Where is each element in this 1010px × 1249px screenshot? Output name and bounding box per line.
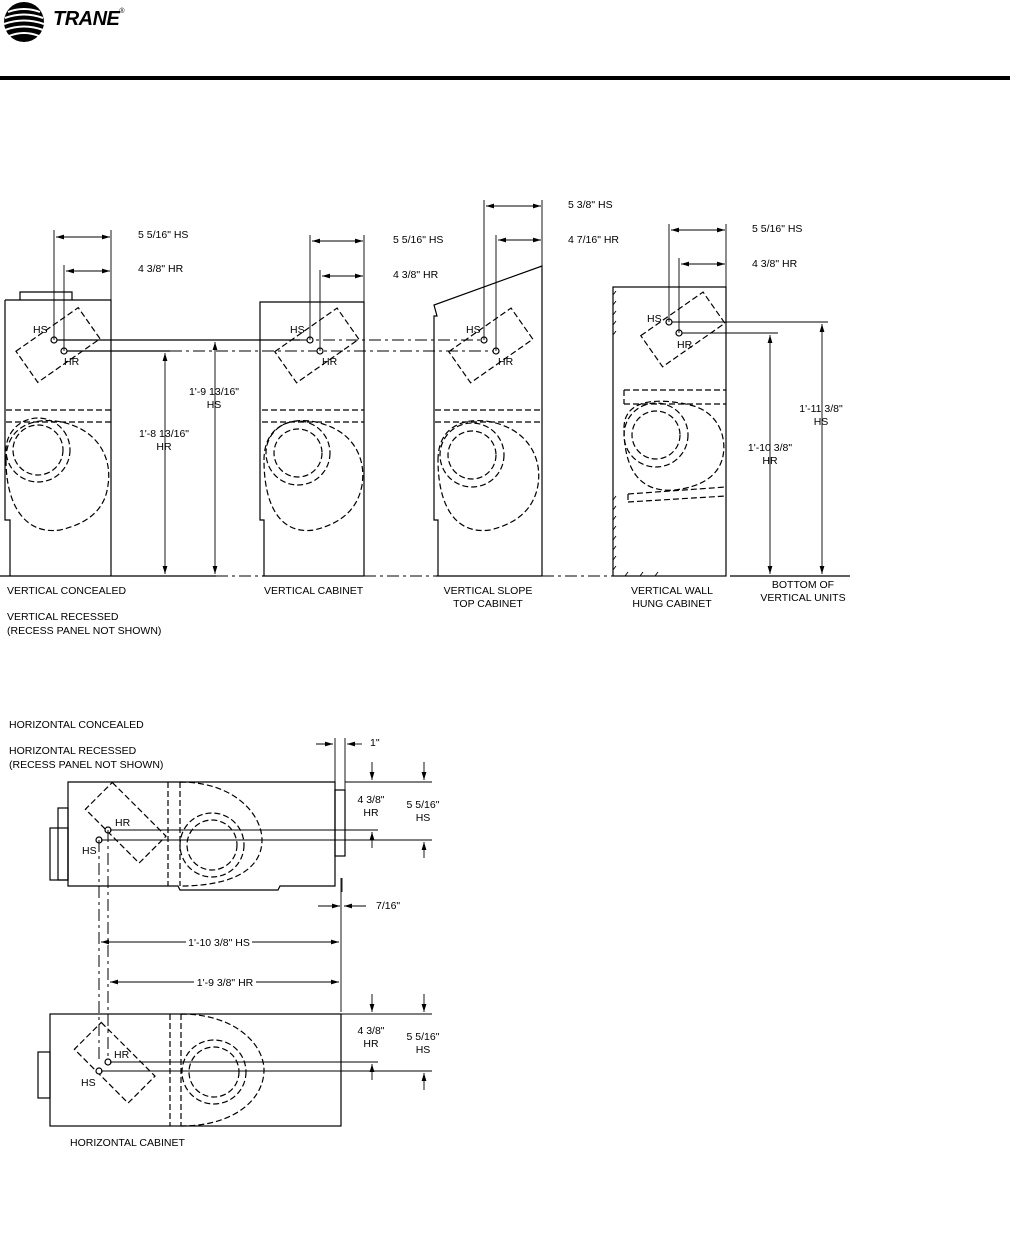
hr-tag: HR <box>64 356 80 368</box>
u4-height-hs: 1'-11 3/8" <box>799 403 843 415</box>
vertical-concealed-dimensions <box>53 230 218 574</box>
horizontal-bottom-dimensions <box>101 994 432 1090</box>
label-vertical-slope: VERTICAL SLOPE <box>444 585 533 597</box>
u4-height-hs-tag: HS <box>814 416 829 428</box>
label-horizontal-concealed: HORIZONTAL CONCEALED <box>9 719 144 731</box>
dim-top-hr-tag: HR <box>363 807 379 819</box>
hs-tag: HS <box>466 324 481 336</box>
horizontal-center-lines <box>98 830 109 1062</box>
u1-hr-dim: 4 3/8" HR <box>138 263 184 275</box>
u3-hs-dim: 5 3/8" HS <box>568 199 613 211</box>
hr-tag: HR <box>498 356 514 368</box>
brand-wordmark: TRANE® <box>53 8 125 30</box>
label-vertical-wall-2: HUNG CABINET <box>632 598 712 610</box>
dim-len-hr: 1'-9 3/8" HR <box>197 977 254 989</box>
hs-tag: HS <box>82 845 97 857</box>
vertical-cabinet-dimensions <box>309 235 365 351</box>
trane-logo-icon <box>3 2 45 42</box>
vertical-slope-top-dimensions <box>483 200 543 351</box>
header-rule <box>0 76 1010 80</box>
hs-tag: HS <box>647 313 662 325</box>
u1-hs-dim: 5 5/16" HS <box>138 229 188 241</box>
u2-hr-dim: 4 3/8" HR <box>393 269 439 281</box>
u1-height-hs-tag: HS <box>207 399 222 411</box>
label-vertical-concealed: VERTICAL CONCEALED <box>7 585 126 597</box>
u4-height-hr: 1'-10 3/8" <box>748 442 793 454</box>
u1-height-hs: 1'-9 13/16" <box>189 386 239 398</box>
horizontal-cabinet-unit <box>37 1013 342 1127</box>
vertical-concealed-unit <box>4 291 112 576</box>
u4-hs-dim: 5 5/16" HS <box>752 223 802 235</box>
vertical-cabinet-unit <box>259 301 365 576</box>
dim-len-hs-bg <box>186 934 252 950</box>
dim-bot-hs-tag: HS <box>416 1044 431 1056</box>
hr-tag: HR <box>114 1049 130 1061</box>
label-vertical-recessed-note: (RECESS PANEL NOT SHOWN) <box>7 625 161 637</box>
u1-height-hr: 1'-8 13/16" <box>139 428 189 440</box>
dim-len-hs: 1'-10 3/8" HS <box>188 937 250 949</box>
hs-tag: HS <box>81 1077 96 1089</box>
dim-bot-hs: 5 5/16" <box>407 1031 440 1043</box>
hr-tag: HR <box>677 339 693 351</box>
label-vertical-slope-2: TOP CABINET <box>453 598 523 610</box>
dim-bot-hr-tag: HR <box>363 1038 379 1050</box>
dim-len-hr-bg <box>194 974 256 990</box>
label-bottom: BOTTOM OF <box>772 579 834 591</box>
vertical-wall-hung-unit <box>612 286 727 577</box>
hs-tag: HS <box>33 324 48 336</box>
dim-top-hs: 5 5/16" <box>407 799 440 811</box>
dim-top-hs-tag: HS <box>416 812 431 824</box>
u1-height-hr-tag: HR <box>156 441 172 453</box>
u4-height-hr-tag: HR <box>762 455 778 467</box>
dim-top-hr: 4 3/8" <box>357 794 384 806</box>
u4-hr-dim: 4 3/8" HR <box>752 258 798 270</box>
label-horizontal-recessed-note: (RECESS PANEL NOT SHOWN) <box>9 759 163 771</box>
dim-bot-hr: 4 3/8" <box>357 1025 384 1037</box>
label-vertical-wall: VERTICAL WALL <box>631 585 713 597</box>
hr-tag: HR <box>115 817 131 829</box>
hs-tag: HS <box>290 324 305 336</box>
horizontal-top-dimensions <box>101 738 432 909</box>
label-bottom-2: VERTICAL UNITS <box>760 592 845 604</box>
label-horizontal-recessed: HORIZONTAL RECESSED <box>9 745 137 757</box>
label-vertical-recessed: VERTICAL RECESSED <box>7 611 119 623</box>
vertical-slope-top-unit <box>433 265 543 576</box>
u3-hr-dim: 4 7/16" HR <box>568 234 619 246</box>
label-vertical-cabinet: VERTICAL CABINET <box>264 585 364 597</box>
horizontal-concealed-unit <box>49 781 346 892</box>
label-horizontal-cabinet: HORIZONTAL CABINET <box>70 1137 186 1149</box>
dim-seven-sixteenths: 7/16" <box>376 900 400 912</box>
hr-tag: HR <box>322 356 338 368</box>
u2-hs-dim: 5 5/16" HS <box>393 234 443 246</box>
dim-one-inch: 1" <box>370 737 380 749</box>
vertical-wall-hung-dimensions <box>668 224 828 574</box>
page-header: TRANE® <box>0 0 1010 80</box>
